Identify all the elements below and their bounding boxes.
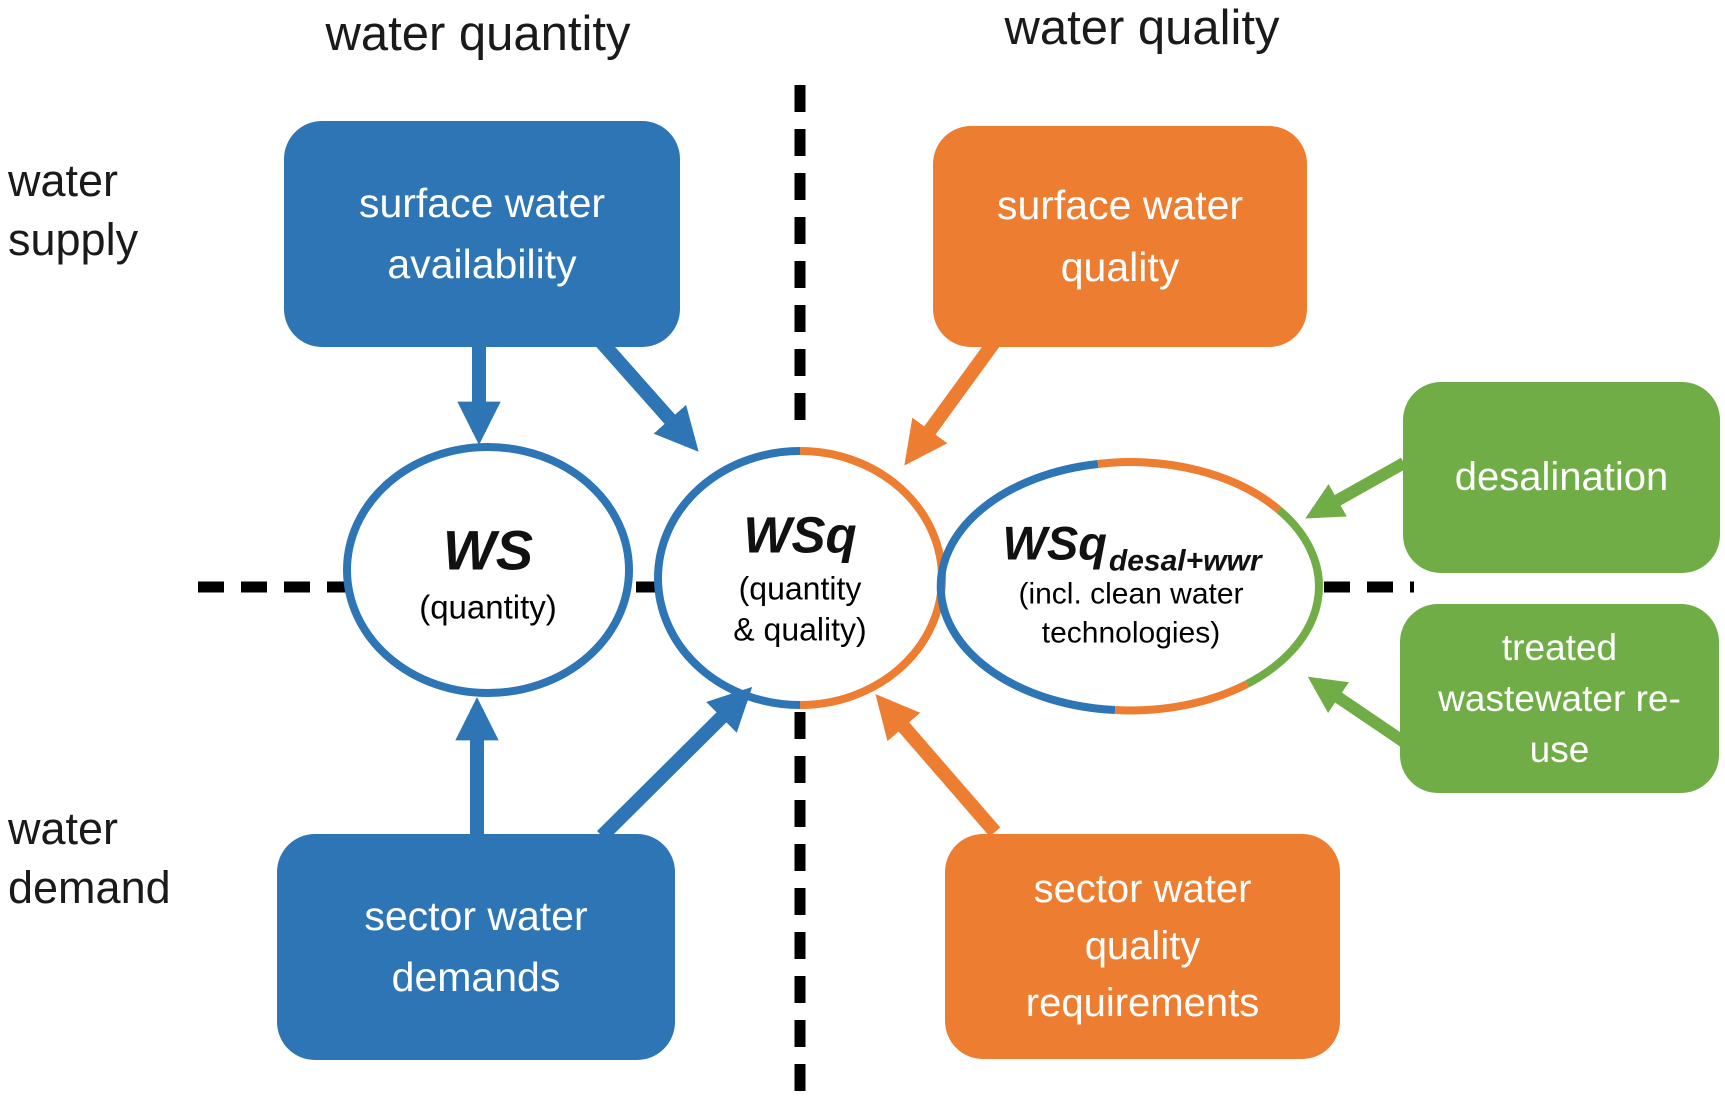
desalination-label: desalination — [1454, 455, 1669, 499]
wsq-desal-sublabel: (incl. clean water technologies) — [1018, 577, 1244, 650]
wsq-symbol: WSq — [743, 506, 857, 564]
arrow-demands-to-wsq — [597, 686, 753, 841]
node-wsq-desal-wwr: WSqdesal+wwr (incl. clean water technolo… — [1002, 516, 1262, 653]
ws-sublabel: (quantity) — [419, 588, 557, 626]
wsq-desal-subscript: desal+wwr — [1108, 544, 1262, 578]
treated-wastewater-reuse-box: treated wastewater re-use — [1400, 604, 1719, 793]
arrow-wastewater-to-ellipse — [1307, 676, 1408, 747]
node-ws: WS (quantity) — [419, 518, 557, 627]
sector-water-demands-box: sector water demands — [277, 834, 675, 1060]
wsq-desal-symbol: WSqdesal+wwr — [1002, 516, 1262, 578]
column-title-water-quantity: water quantity — [325, 7, 631, 61]
surface-water-quality-label: surface water quality — [996, 182, 1244, 290]
arrow-availability-to-wsq — [590, 331, 699, 452]
treated-wastewater-reuse-label: treated wastewater re-use — [1438, 626, 1681, 771]
node-wsq: WSq (quantity & quality) — [733, 506, 866, 651]
row-label-water-supply: water supply — [8, 155, 139, 265]
arrow-quality-to-wsq — [904, 325, 1009, 466]
surface-water-availability-box: surface water availability — [284, 121, 680, 347]
row-label-water-demand: water demand — [8, 803, 171, 913]
sector-water-quality-requirements-box: sector water quality requirements — [945, 834, 1340, 1059]
wsq-sublabel: (quantity & quality) — [733, 570, 867, 648]
column-title-water-quality: water quality — [1004, 1, 1280, 55]
sector-water-demands-label: sector water demands — [364, 892, 588, 1001]
ws-symbol: WS — [442, 518, 534, 582]
surface-water-availability-label: surface water availability — [358, 179, 606, 288]
desalination-box: desalination — [1403, 382, 1720, 573]
arrows — [455, 312, 1408, 841]
surface-water-quality-box: surface water quality — [933, 126, 1307, 347]
sector-water-quality-requirements-label: sector water quality requirements — [1025, 867, 1260, 1025]
arrow-desalination-to-ellipse — [1305, 457, 1407, 519]
arrow-requirements-to-wsq — [875, 694, 1001, 837]
